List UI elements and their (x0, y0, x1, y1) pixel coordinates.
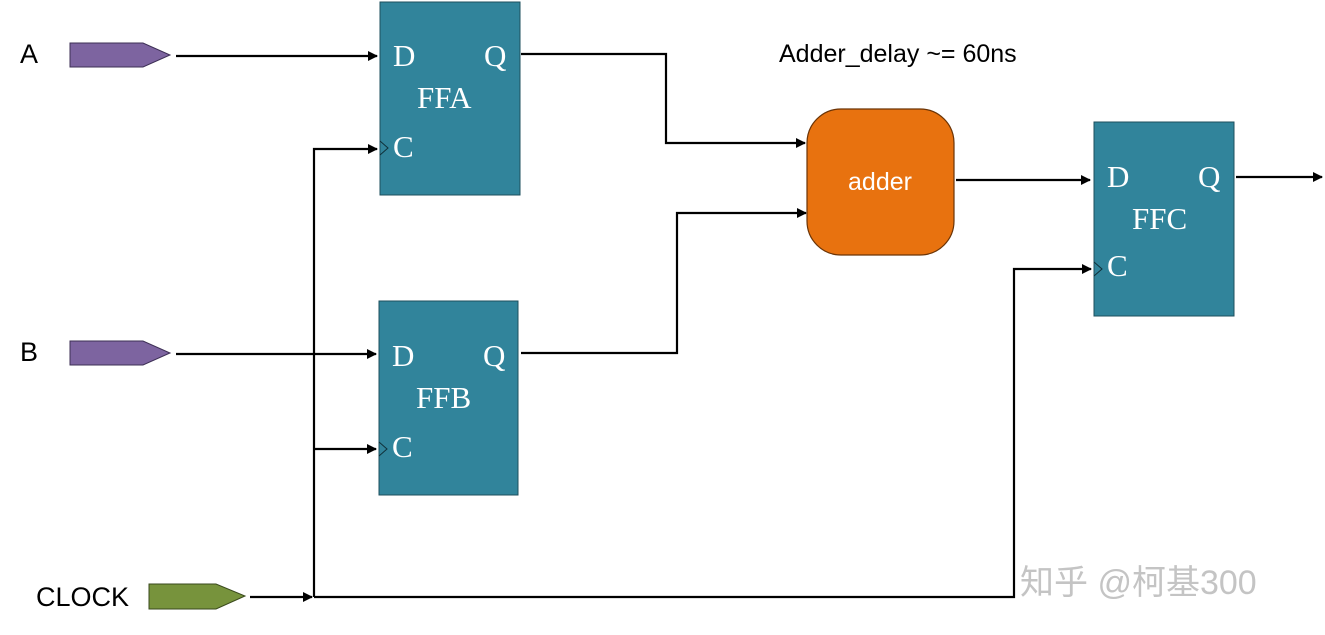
clock-edge-icon (379, 140, 389, 156)
watermark: 知乎 @柯基300 (1020, 564, 1257, 602)
input-label-clock: CLOCK (36, 582, 129, 612)
wire-clock-to-ffa-c (312, 144, 378, 597)
flipflop-ffb: D Q FFB C (378, 300, 519, 496)
ffa-name: FFA (417, 80, 472, 115)
ffb-d-label: D (392, 338, 414, 373)
adder-delay-annotation: Adder_delay ~= 60ns (779, 40, 1017, 68)
ffb-name: FFB (416, 380, 471, 415)
ffc-c-label: C (1107, 248, 1128, 283)
input-label-b: B (20, 337, 38, 367)
ffc-d-label: D (1107, 159, 1129, 194)
wire-ffb-q-to-adder (521, 208, 807, 355)
clock-edge-icon (378, 441, 388, 457)
ffc-q-label: Q (1198, 159, 1220, 194)
adder-block: adder (806, 108, 955, 256)
ffa-q-label: Q (484, 38, 506, 73)
input-port-b (69, 340, 172, 366)
ffc-name: FFC (1132, 201, 1187, 236)
clock-edge-icon (1093, 261, 1103, 277)
ffb-q-label: Q (483, 338, 505, 373)
ffa-d-label: D (393, 38, 415, 73)
wire-clock-to-ffc-c (314, 264, 1092, 599)
ffb-c-label: C (392, 429, 413, 464)
flipflop-ffa: D Q FFA C (379, 1, 521, 196)
input-port-a (69, 42, 172, 68)
wire-ffa-q-to-adder (521, 52, 806, 148)
flipflop-ffc: D Q FFC C (1093, 121, 1235, 317)
input-port-clock (148, 583, 247, 610)
adder-label: adder (848, 168, 912, 196)
input-label-a: A (20, 39, 38, 69)
ffa-c-label: C (393, 129, 414, 164)
